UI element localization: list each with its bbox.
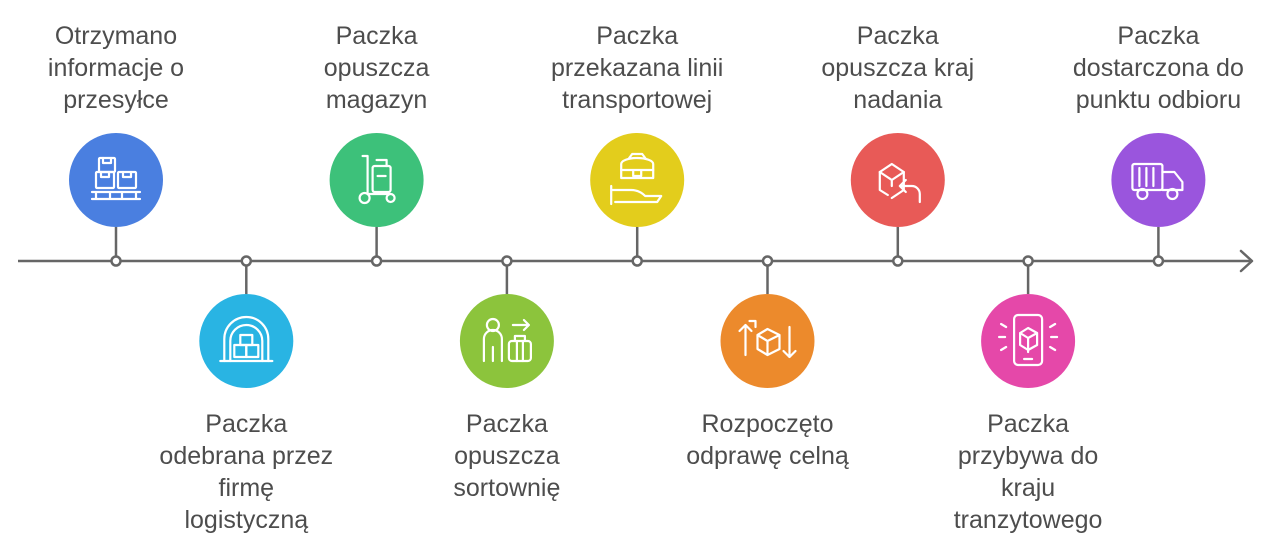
milestone-label-line: Paczka: [596, 22, 679, 50]
milestone-5: [590, 133, 685, 267]
timeline-node: [110, 255, 122, 267]
milestone-7: [850, 133, 945, 267]
milestone-label: Paczka przybywa do kraju tranzytowego: [913, 408, 1143, 536]
milestone-label-line: nadania: [853, 86, 943, 114]
milestone-label: Paczka opuszcza sortownię: [392, 408, 622, 504]
milestone-label-line: Paczka: [465, 410, 548, 438]
milestone-1: [69, 133, 163, 267]
milestone-label-line: dostarczona do: [1072, 54, 1244, 82]
milestone-label-line: Otrzymano: [54, 22, 178, 50]
milestone-label-line: odprawę celną: [686, 442, 849, 470]
milestone-8: [981, 255, 1076, 388]
milestone-label-line: magazyn: [325, 86, 428, 114]
milestone-label-line: informacje o: [47, 54, 185, 82]
milestone-circle: [1111, 133, 1206, 227]
box-return-icon: [878, 162, 921, 204]
milestone-label: Otrzymano informacje o przesyłce: [1, 20, 231, 116]
milestone-label-line: przesyłce: [63, 86, 169, 114]
phone-parcel-icon: [997, 313, 1059, 367]
hand-parcel-icon: [610, 152, 663, 206]
milestone-label-line: Paczka: [205, 410, 288, 438]
milestone-label-line: kraju: [1001, 474, 1056, 502]
milestone-label-line: sortownię: [453, 474, 561, 502]
timeline-node: [501, 255, 513, 267]
milestone-circle: [590, 133, 685, 227]
milestone-label-line: przybywa do: [957, 442, 1099, 470]
timeline-node: [1152, 255, 1165, 267]
milestone-label-line: Paczka: [1117, 22, 1200, 50]
milestone-2: [199, 255, 294, 388]
milestone-circle: [69, 133, 163, 227]
milestone-label: Paczka dostarczona do punktu odbioru: [1043, 20, 1273, 116]
milestone-circle: [199, 294, 294, 388]
milestone-label: Paczka opuszcza kraj nadania: [783, 20, 1013, 116]
milestone-label-line: opuszcza kraj: [821, 54, 975, 82]
delivery-truck-icon: [1131, 162, 1184, 201]
milestone-label: Paczka odebrana przez firmę logistyczną: [131, 408, 361, 536]
milestone-4: [459, 255, 554, 388]
milestone-label-line: transportowej: [562, 86, 713, 114]
milestone-label-line: Rozpoczęto: [701, 410, 834, 438]
person-luggage-icon: [482, 317, 532, 363]
axis-arrow-head: [1239, 249, 1254, 273]
milestone-label: Paczka przekazana linii transportowej: [522, 20, 752, 116]
timeline-node: [631, 255, 643, 267]
milestone-label-line: firmę: [218, 474, 275, 502]
pallet-boxes-icon: [90, 156, 142, 201]
box-arrows-icon: [738, 319, 797, 359]
milestone-label-line: Paczka: [987, 410, 1070, 438]
timeline-node: [1022, 255, 1034, 267]
milestone-label-line: tranzytowego: [953, 506, 1103, 534]
timeline-node: [240, 255, 253, 267]
milestone-label-line: przekazana linii: [551, 54, 724, 82]
hand-truck-icon: [358, 154, 396, 205]
milestone-label: Paczka opuszcza magazyn: [262, 20, 492, 116]
milestone-label-line: punktu odbioru: [1075, 86, 1242, 114]
milestone-circle: [850, 133, 945, 227]
milestone-6: [720, 255, 815, 388]
milestone-9: [1111, 133, 1206, 267]
timeline-node: [892, 255, 904, 267]
timeline-node: [370, 255, 383, 267]
milestone-label-line: opuszcza: [454, 442, 560, 470]
milestone-label-line: odebrana przez: [159, 442, 334, 470]
milestone-circle: [329, 133, 424, 227]
milestone-label-line: Paczka: [856, 22, 939, 50]
milestone-label-line: opuszcza: [323, 54, 430, 82]
milestone-label-line: Paczka: [335, 22, 418, 50]
warehouse-boxes-icon: [219, 315, 274, 363]
milestone-label-line: logistyczną: [184, 506, 309, 534]
milestone-label: Rozpoczęto odprawę celną: [653, 408, 883, 472]
milestone-circle: [459, 294, 554, 388]
timeline-node: [761, 255, 774, 267]
milestone-3: [329, 133, 424, 267]
